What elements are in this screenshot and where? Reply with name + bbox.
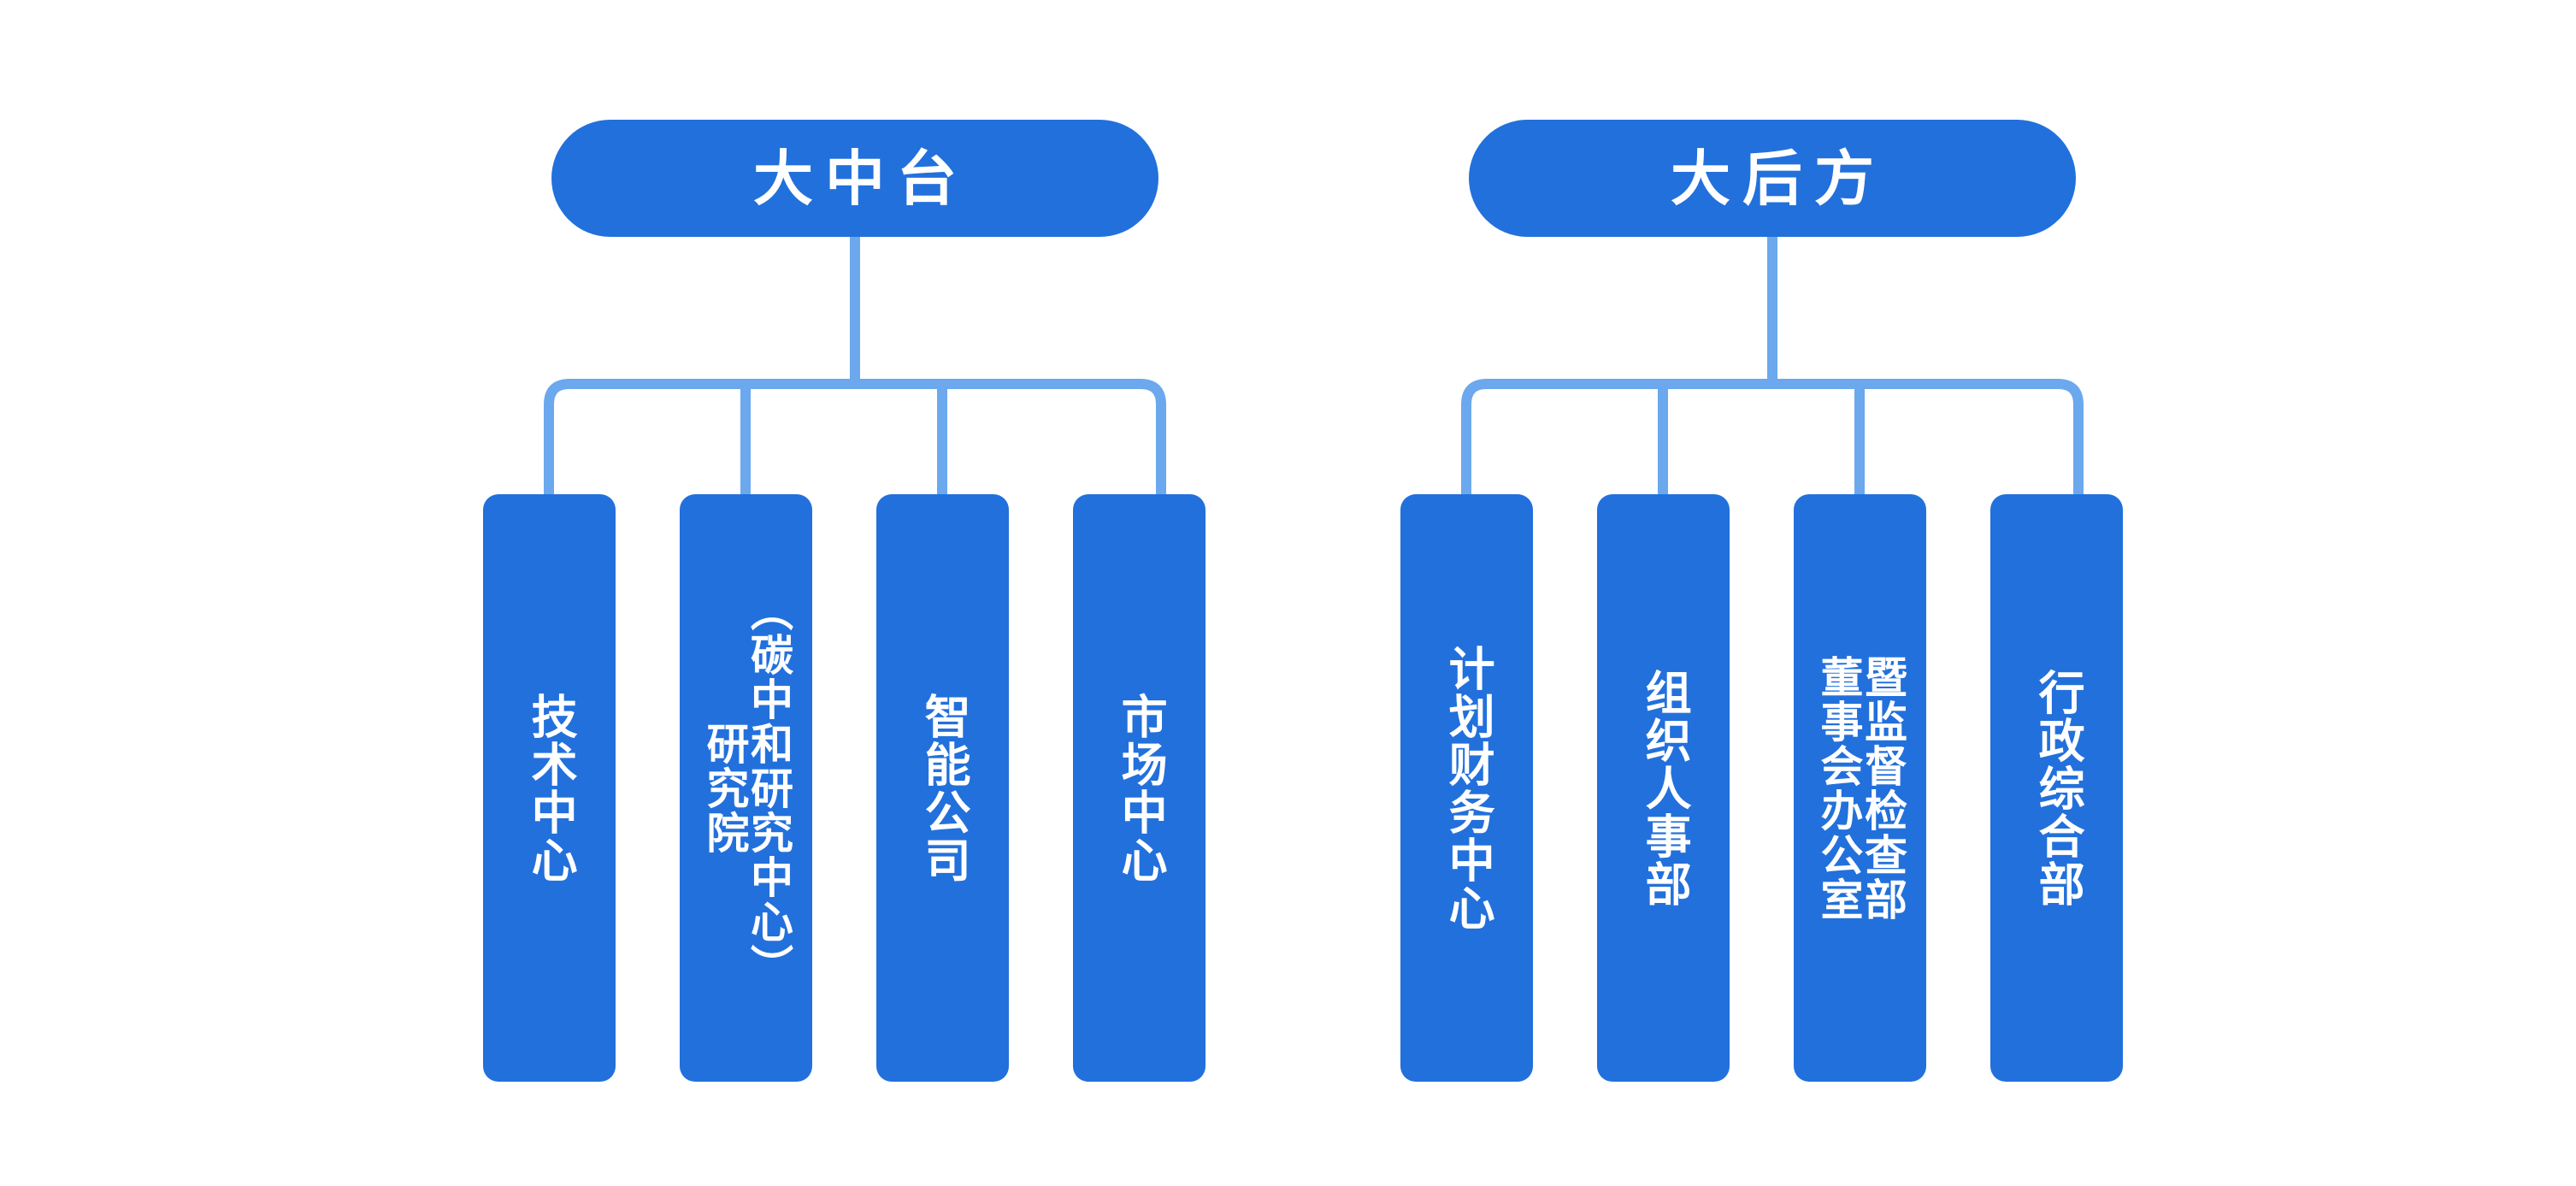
child-node-admin-general-dept[interactable]: 行政综合部 <box>1990 494 2123 1082</box>
child-node-label-col1: （碳中和研究中心） <box>745 587 793 988</box>
child-node-label: 市场中心 <box>1114 692 1166 884</box>
vertical-text: 技术中心 <box>483 494 616 1082</box>
bus-right <box>1461 379 2084 494</box>
child-node-label-col2: 董事会办公室 <box>1814 654 1863 922</box>
vertical-text: 计划财务中心 <box>1400 494 1533 1082</box>
vertical-text: （碳中和研究中心） 研究院 <box>680 494 812 1082</box>
vertical-text: 市场中心 <box>1073 494 1205 1082</box>
bus-left <box>544 379 1166 494</box>
child-node-smart-company[interactable]: 智能公司 <box>876 494 1009 1082</box>
child-node-planning-finance-center[interactable]: 计划财务中心 <box>1400 494 1533 1082</box>
child-node-research-institute[interactable]: （碳中和研究中心） 研究院 <box>680 494 812 1082</box>
parent-node-label: 大后方 <box>1671 145 1886 212</box>
child-node-label: 技术中心 <box>524 692 576 884</box>
child-node-label: 行政综合部 <box>2031 668 2084 908</box>
child-node-tech-center[interactable]: 技术中心 <box>483 494 616 1082</box>
child-node-org-personnel-dept[interactable]: 组织人事部 <box>1597 494 1730 1082</box>
children-row-houfang: 计划财务中心 组织人事部 暨监督检查部 董事会办公室 行政综合部 <box>1400 494 2144 1082</box>
parent-node-label: 大中台 <box>753 145 969 212</box>
vertical-text: 行政综合部 <box>1990 494 2123 1082</box>
child-node-label-col1: 暨监督检查部 <box>1859 654 1907 922</box>
child-node-label-col2: 研究院 <box>700 721 749 855</box>
children-row-zhongtai: 技术中心 （碳中和研究中心） 研究院 智能公司 市场中心 <box>483 494 1227 1082</box>
child-node-label: 智能公司 <box>917 692 970 884</box>
child-node-market-center[interactable]: 市场中心 <box>1073 494 1205 1082</box>
parent-node-zhongtai[interactable]: 大中台 <box>551 120 1158 237</box>
parent-node-houfang[interactable]: 大后方 <box>1469 120 2076 237</box>
vertical-text: 组织人事部 <box>1597 494 1730 1082</box>
vertical-text: 智能公司 <box>876 494 1009 1082</box>
child-node-label: 计划财务中心 <box>1441 644 1494 932</box>
vertical-text: 暨监督检查部 董事会办公室 <box>1794 494 1926 1082</box>
child-node-label: 组织人事部 <box>1638 668 1690 908</box>
child-node-board-office-supervision[interactable]: 暨监督检查部 董事会办公室 <box>1794 494 1926 1082</box>
